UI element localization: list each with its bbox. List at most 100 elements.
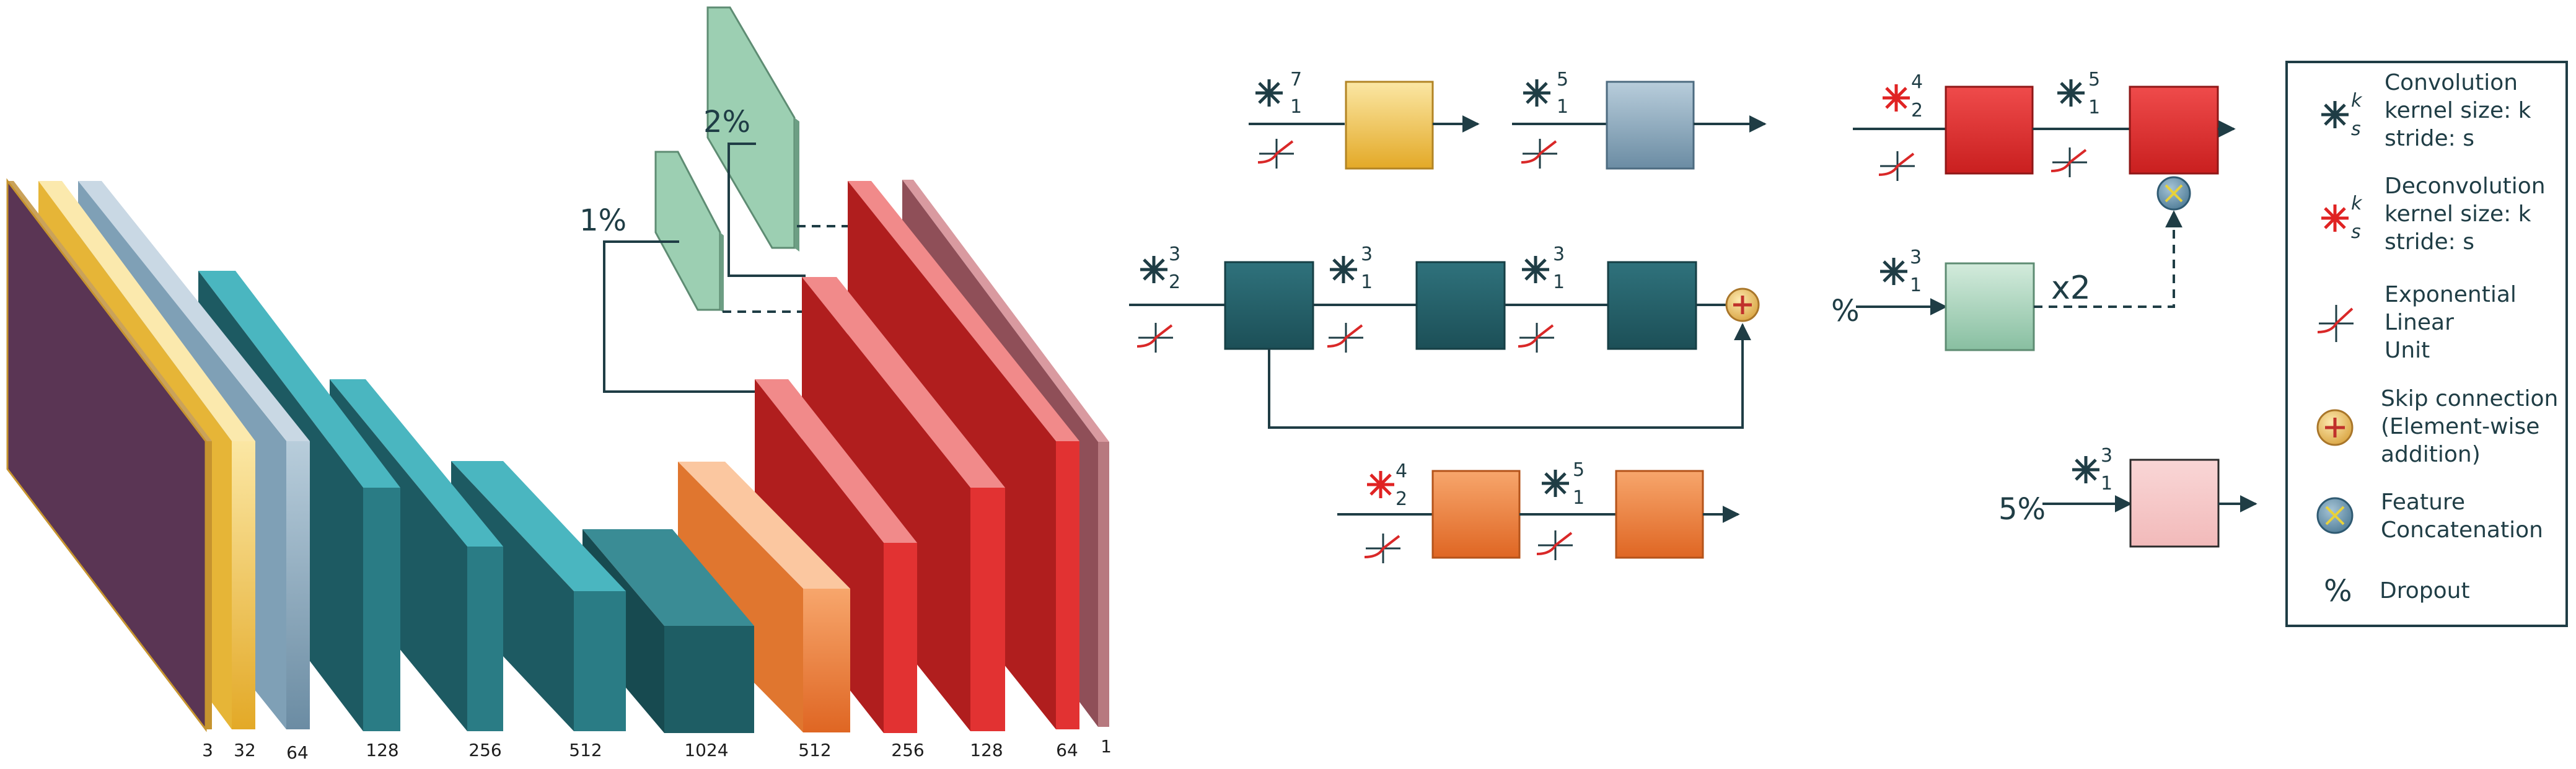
kernel-size: 5 xyxy=(1573,459,1585,481)
blue-block xyxy=(1606,81,1695,170)
legend-elu: Exponential Linear Unit xyxy=(2317,282,2517,363)
stride: 1 xyxy=(1553,271,1565,293)
elu-icon xyxy=(1257,139,1294,169)
legend-sup: k xyxy=(2351,90,2363,112)
dropout-slab-large-side xyxy=(794,118,799,252)
channel-label: 32 xyxy=(234,740,256,760)
legend-text: (Element-wise xyxy=(2381,414,2539,439)
elu-icon xyxy=(1364,534,1400,563)
convolution-icon xyxy=(1880,258,1907,285)
legend-concat: Feature Concatenation xyxy=(2316,490,2543,543)
convolution-icon xyxy=(1140,256,1167,283)
legend-text: Skip connection xyxy=(2381,386,2558,411)
dropout-label-2: 2% xyxy=(703,105,750,139)
channel-label: 64 xyxy=(1056,740,1078,760)
deconvolution-icon xyxy=(1883,84,1910,112)
legend-text: stride: s xyxy=(2385,126,2474,151)
stride: 1 xyxy=(2101,473,2112,494)
kernel-size: 7 xyxy=(1290,69,1302,90)
convolution-icon xyxy=(2321,101,2349,128)
elu-icon xyxy=(1536,530,1573,560)
legend-sub: s xyxy=(2351,221,2361,243)
teal-residual-block: 3 2 3 1 3 1 xyxy=(1129,244,1760,429)
orange-deconv-block: 4 2 5 1 xyxy=(1337,459,1740,563)
legend-text: kernel size: k xyxy=(2385,201,2531,227)
skip-connection-line xyxy=(1268,323,1751,429)
legend-text: addition) xyxy=(2381,442,2481,467)
input-layer-face xyxy=(6,178,207,732)
kernel-size: 5 xyxy=(2088,69,2100,90)
kernel-size: 4 xyxy=(1396,460,1407,482)
stride: 1 xyxy=(1290,96,1302,118)
pink-block xyxy=(2129,459,2220,548)
channel-label: 256 xyxy=(891,740,924,760)
concatenation-icon xyxy=(2316,497,2354,534)
legend-text: Exponential xyxy=(2385,282,2517,307)
blue-conv-block: 5 1 xyxy=(1512,69,1767,170)
dropout-connector-2 xyxy=(728,143,806,277)
pink-output-block: 5% 3 1 xyxy=(1998,445,2257,548)
dropout-slab-small-side xyxy=(720,232,724,313)
dropout-symbol: % xyxy=(2324,574,2352,609)
legend-dropout: % Dropout xyxy=(2324,574,2470,609)
legend-text: stride: s xyxy=(2385,229,2474,255)
channel-label: 1 xyxy=(1101,736,1112,757)
teal-block-2 xyxy=(1415,261,1506,350)
stride: 1 xyxy=(1361,271,1373,293)
skip-connection-icon xyxy=(2316,409,2354,446)
elu-icon xyxy=(1521,139,1557,169)
dropout-connector-1 xyxy=(603,240,756,393)
legend-text: Feature xyxy=(2381,490,2465,515)
orange-block-1 xyxy=(1431,470,1521,559)
red-deconv-block: 4 2 5 1 xyxy=(1853,69,2236,211)
channel-label: 128 xyxy=(970,740,1003,760)
kernel-size: 4 xyxy=(1911,71,1923,93)
legend-text: Linear xyxy=(2385,310,2454,335)
convolution-icon xyxy=(1255,79,1283,107)
elu-icon xyxy=(2051,147,2087,177)
yellow-block xyxy=(1345,81,1434,170)
stride: 1 xyxy=(1557,96,1568,118)
kernel-size: 3 xyxy=(1553,244,1565,265)
dropout-attachments: 1% 2% xyxy=(579,6,849,393)
convolution-icon xyxy=(1330,256,1357,283)
kernel-size: 5 xyxy=(1557,69,1568,90)
legend-sup: k xyxy=(2351,193,2363,214)
stride: 2 xyxy=(1169,271,1180,293)
teal-block-3 xyxy=(1607,261,1697,350)
legend-convolution: k s Convolution kernel size: k stride: s xyxy=(2321,70,2531,151)
elu-icon xyxy=(1327,323,1363,353)
convolution-icon xyxy=(2057,79,2085,107)
legend-deconvolution: k s Deconvolution kernel size: k stride:… xyxy=(2321,174,2546,255)
convolution-icon xyxy=(2072,456,2099,483)
green-block xyxy=(1945,262,2035,351)
dropout-slab-small xyxy=(654,151,721,311)
red-block-2 xyxy=(2129,86,2219,175)
green-dropout-block: % 3 1 x2 xyxy=(1831,210,2183,351)
legend-text: Unit xyxy=(2385,338,2430,363)
channel-label: 64 xyxy=(286,742,309,763)
unet-3d-architecture: 1% 2% xyxy=(6,6,1112,763)
legend-text: Dropout xyxy=(2380,578,2470,604)
deconvolution-icon xyxy=(2321,204,2349,232)
elu-icon xyxy=(1518,323,1554,353)
stride: 2 xyxy=(1396,488,1407,510)
channel-label: 512 xyxy=(798,740,831,760)
deconvolution-icon xyxy=(1367,471,1394,498)
stride: 2 xyxy=(1911,100,1923,121)
legend-text: Convolution xyxy=(2385,70,2518,95)
stride: 1 xyxy=(2088,97,2100,118)
channel-labels: 3 32 64 128 256 512 1024 512 256 128 64 … xyxy=(202,736,1112,763)
elu-icon xyxy=(1136,323,1173,353)
convolution-icon xyxy=(1523,79,1550,107)
stride: 1 xyxy=(1910,275,1922,296)
concat-dashed-line xyxy=(2034,210,2183,308)
legend: k s Convolution kernel size: k stride: s… xyxy=(2285,61,2568,627)
stride: 1 xyxy=(1573,487,1585,509)
kernel-size: 3 xyxy=(1361,244,1373,265)
skip-connection-icon xyxy=(1725,288,1760,322)
legend-sub: s xyxy=(2351,118,2361,140)
legend-text: Deconvolution xyxy=(2385,174,2546,199)
orange-block-2 xyxy=(1615,470,1704,559)
